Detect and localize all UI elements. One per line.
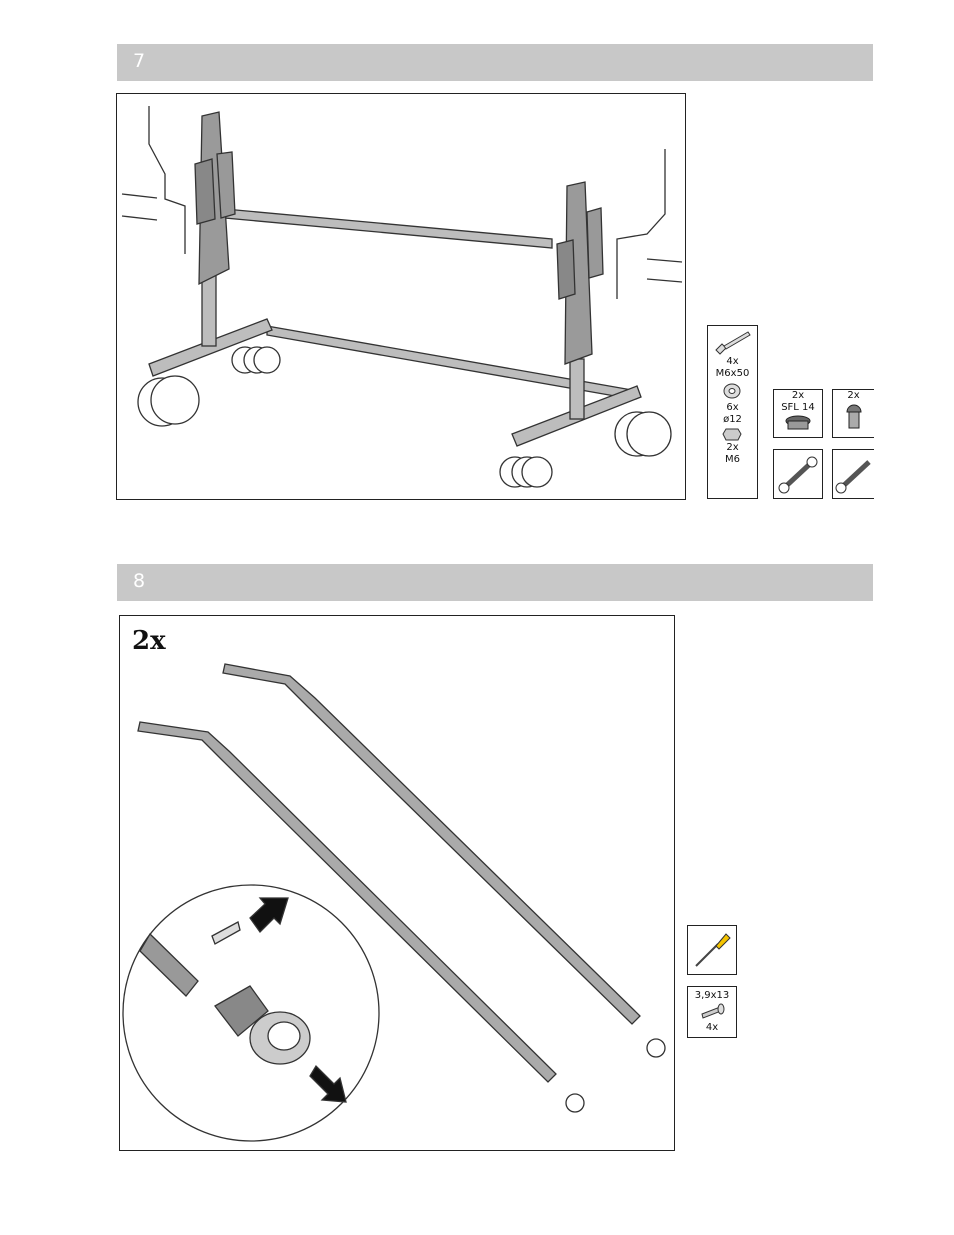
screw-icon xyxy=(688,1002,736,1022)
wrench-icon xyxy=(774,450,822,498)
frame-assembly-drawing xyxy=(117,94,685,499)
step-8-header: 8 xyxy=(117,564,873,601)
nut-icon xyxy=(708,426,757,442)
screw-qty: 4x xyxy=(688,1022,736,1034)
bolt-icon xyxy=(708,326,757,356)
step-8-illustration: 2x xyxy=(119,615,675,1151)
wrench-icon xyxy=(833,450,874,498)
washer-spec: ø12 xyxy=(708,414,757,426)
screwdriver-icon xyxy=(688,926,736,974)
glide-box: 2x xyxy=(832,389,874,438)
screw-box: 3,9x13 4x xyxy=(687,986,737,1038)
washer-icon xyxy=(708,380,757,402)
wrench-box-1 xyxy=(773,449,823,499)
end-cap-icon xyxy=(774,414,822,434)
end-cap-spec: SFL 14 xyxy=(774,402,822,414)
step-number: 7 xyxy=(133,50,145,72)
end-cap-qty: 2x xyxy=(774,390,822,402)
step-7-header: 7 xyxy=(117,44,873,81)
nut-spec: M6 xyxy=(708,454,757,466)
hardware-list: 4x M6x50 6x ø12 2x M6 xyxy=(707,325,758,499)
handle-assembly-drawing xyxy=(120,616,674,1150)
wrench-box-2 xyxy=(832,449,874,499)
glide-icon xyxy=(833,402,874,432)
washer-qty: 6x xyxy=(708,402,757,414)
bolt-spec: M6x50 xyxy=(708,368,757,380)
nut-qty: 2x xyxy=(708,442,757,454)
bolt-qty: 4x xyxy=(708,356,757,368)
glide-qty: 2x xyxy=(833,390,874,402)
screw-size: 3,9x13 xyxy=(688,990,736,1002)
end-cap-box: 2x SFL 14 xyxy=(773,389,823,438)
step-number: 8 xyxy=(133,570,145,592)
step-7-illustration xyxy=(116,93,686,500)
screwdriver-box xyxy=(687,925,737,975)
